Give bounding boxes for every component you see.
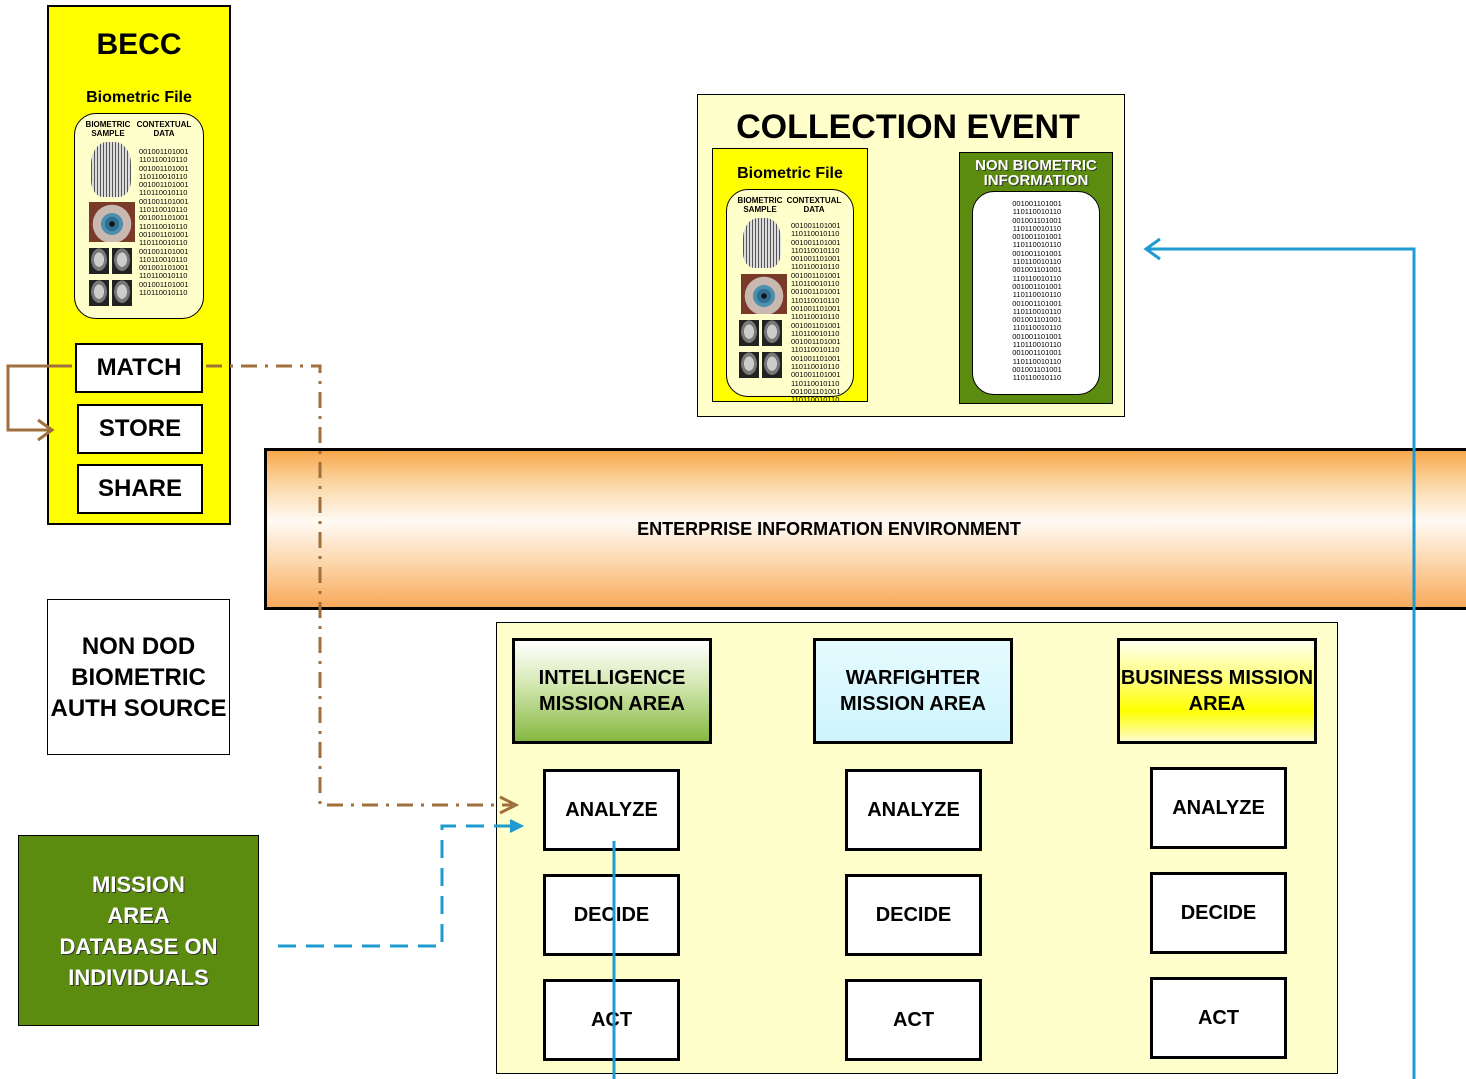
match-to-analyze-arrow (206, 364, 520, 815)
face-image (762, 352, 782, 378)
ce-col-context-label: CONTEXTUAL DATA (786, 196, 842, 214)
intelligence-analyze[interactable]: ANALYZE (543, 769, 680, 851)
becc-title: BECC (96, 28, 182, 61)
ce-contextual-data: 001001101001 110110010110 001001101001 1… (791, 221, 841, 405)
business-mission-area[interactable]: BUSINESS MISSION AREA (1117, 638, 1317, 744)
share-button[interactable]: SHARE (77, 464, 203, 514)
intelligence-title: INTELLIGENCE MISSION AREA (538, 667, 686, 715)
non-biometric-data: 001001101001 110110010110 001001101001 1… (1012, 199, 1062, 383)
ce-biometric-file-panel: Biometric File BIOMETRIC SAMPLE CONTEXTU… (712, 148, 868, 404)
fingerprint-image (91, 142, 131, 197)
face-image (112, 248, 132, 274)
mission-db-to-analyze-arrow (278, 819, 525, 948)
becc-col-sample-label: BIOMETRIC SAMPLE (85, 120, 131, 138)
face-image (89, 280, 109, 306)
ce-biometric-file: BIOMETRIC SAMPLE CONTEXTUAL DATA 0010011… (726, 189, 854, 404)
iris-image (89, 202, 135, 242)
fingerprint-image (743, 218, 781, 268)
business-act[interactable]: ACT (1150, 977, 1287, 1059)
warfighter-title: WARFIGHTER MISSION AREA (840, 667, 986, 715)
mission-db-label: MISSION AREA DATABASE ON INDIVIDUALS (59, 871, 218, 990)
intelligence-decide[interactable]: DECIDE (543, 874, 680, 956)
ce-biometric-file-title: Biometric File (737, 165, 843, 182)
non-biometric-title: NON BIOMETRIC INFORMATION (975, 157, 1097, 189)
collection-event-title: COLLECTION EVENT (736, 107, 1080, 146)
becc-col-context-label: CONTEXTUAL DATA (136, 120, 192, 138)
business-title: BUSINESS MISSION AREA (1120, 667, 1314, 715)
warfighter-mission-area[interactable]: WARFIGHTER MISSION AREA (813, 638, 1013, 744)
ce-col-sample-label: BIOMETRIC SAMPLE (737, 196, 783, 214)
warfighter-decide[interactable]: DECIDE (845, 874, 982, 956)
becc-biometric-file-title: Biometric File (86, 89, 192, 106)
face-image (762, 320, 782, 346)
becc-contextual-data: 001001101001 110110010110 001001101001 1… (139, 147, 189, 298)
collection-event-panel: COLLECTION EVENT Biometric File BIOMETRI… (697, 94, 1125, 417)
match-button[interactable]: MATCH (75, 343, 203, 393)
face-image (89, 248, 109, 274)
warfighter-analyze[interactable]: ANALYZE (845, 769, 982, 851)
face-image (112, 280, 132, 306)
iris-image (741, 274, 787, 314)
store-button[interactable]: STORE (77, 404, 203, 454)
becc-biometric-file: BIOMETRIC SAMPLE CONTEXTUAL DATA 0010011… (74, 113, 204, 319)
return-to-collection-event-arrow (1143, 237, 1416, 1079)
non-dod-source-label: NON DOD BIOMETRIC AUTH SOURCE (50, 632, 227, 722)
business-analyze[interactable]: ANALYZE (1150, 767, 1287, 849)
mission-db-box: MISSION AREA DATABASE ON INDIVIDUALS (18, 835, 259, 1026)
non-biometric-panel: NON BIOMETRIC INFORMATION 001001101001 1… (959, 152, 1113, 404)
intelligence-act[interactable]: ACT (543, 979, 680, 1061)
eie-label: ENTERPRISE INFORMATION ENVIRONMENT (637, 518, 1021, 539)
business-decide[interactable]: DECIDE (1150, 872, 1287, 954)
non-dod-source-box: NON DOD BIOMETRIC AUTH SOURCE (47, 599, 230, 755)
face-image (739, 352, 759, 378)
becc-panel: BECC Biometric File BIOMETRIC SAMPLE CON… (47, 5, 231, 525)
match-to-store-arrow (6, 364, 72, 442)
enterprise-information-environment: ENTERPRISE INFORMATION ENVIRONMENT (264, 448, 1466, 610)
non-biometric-data-box: 001001101001 110110010110 001001101001 1… (972, 191, 1100, 395)
warfighter-act[interactable]: ACT (845, 979, 982, 1061)
intelligence-mission-area[interactable]: INTELLIGENCE MISSION AREA (512, 638, 712, 744)
face-image (739, 320, 759, 346)
